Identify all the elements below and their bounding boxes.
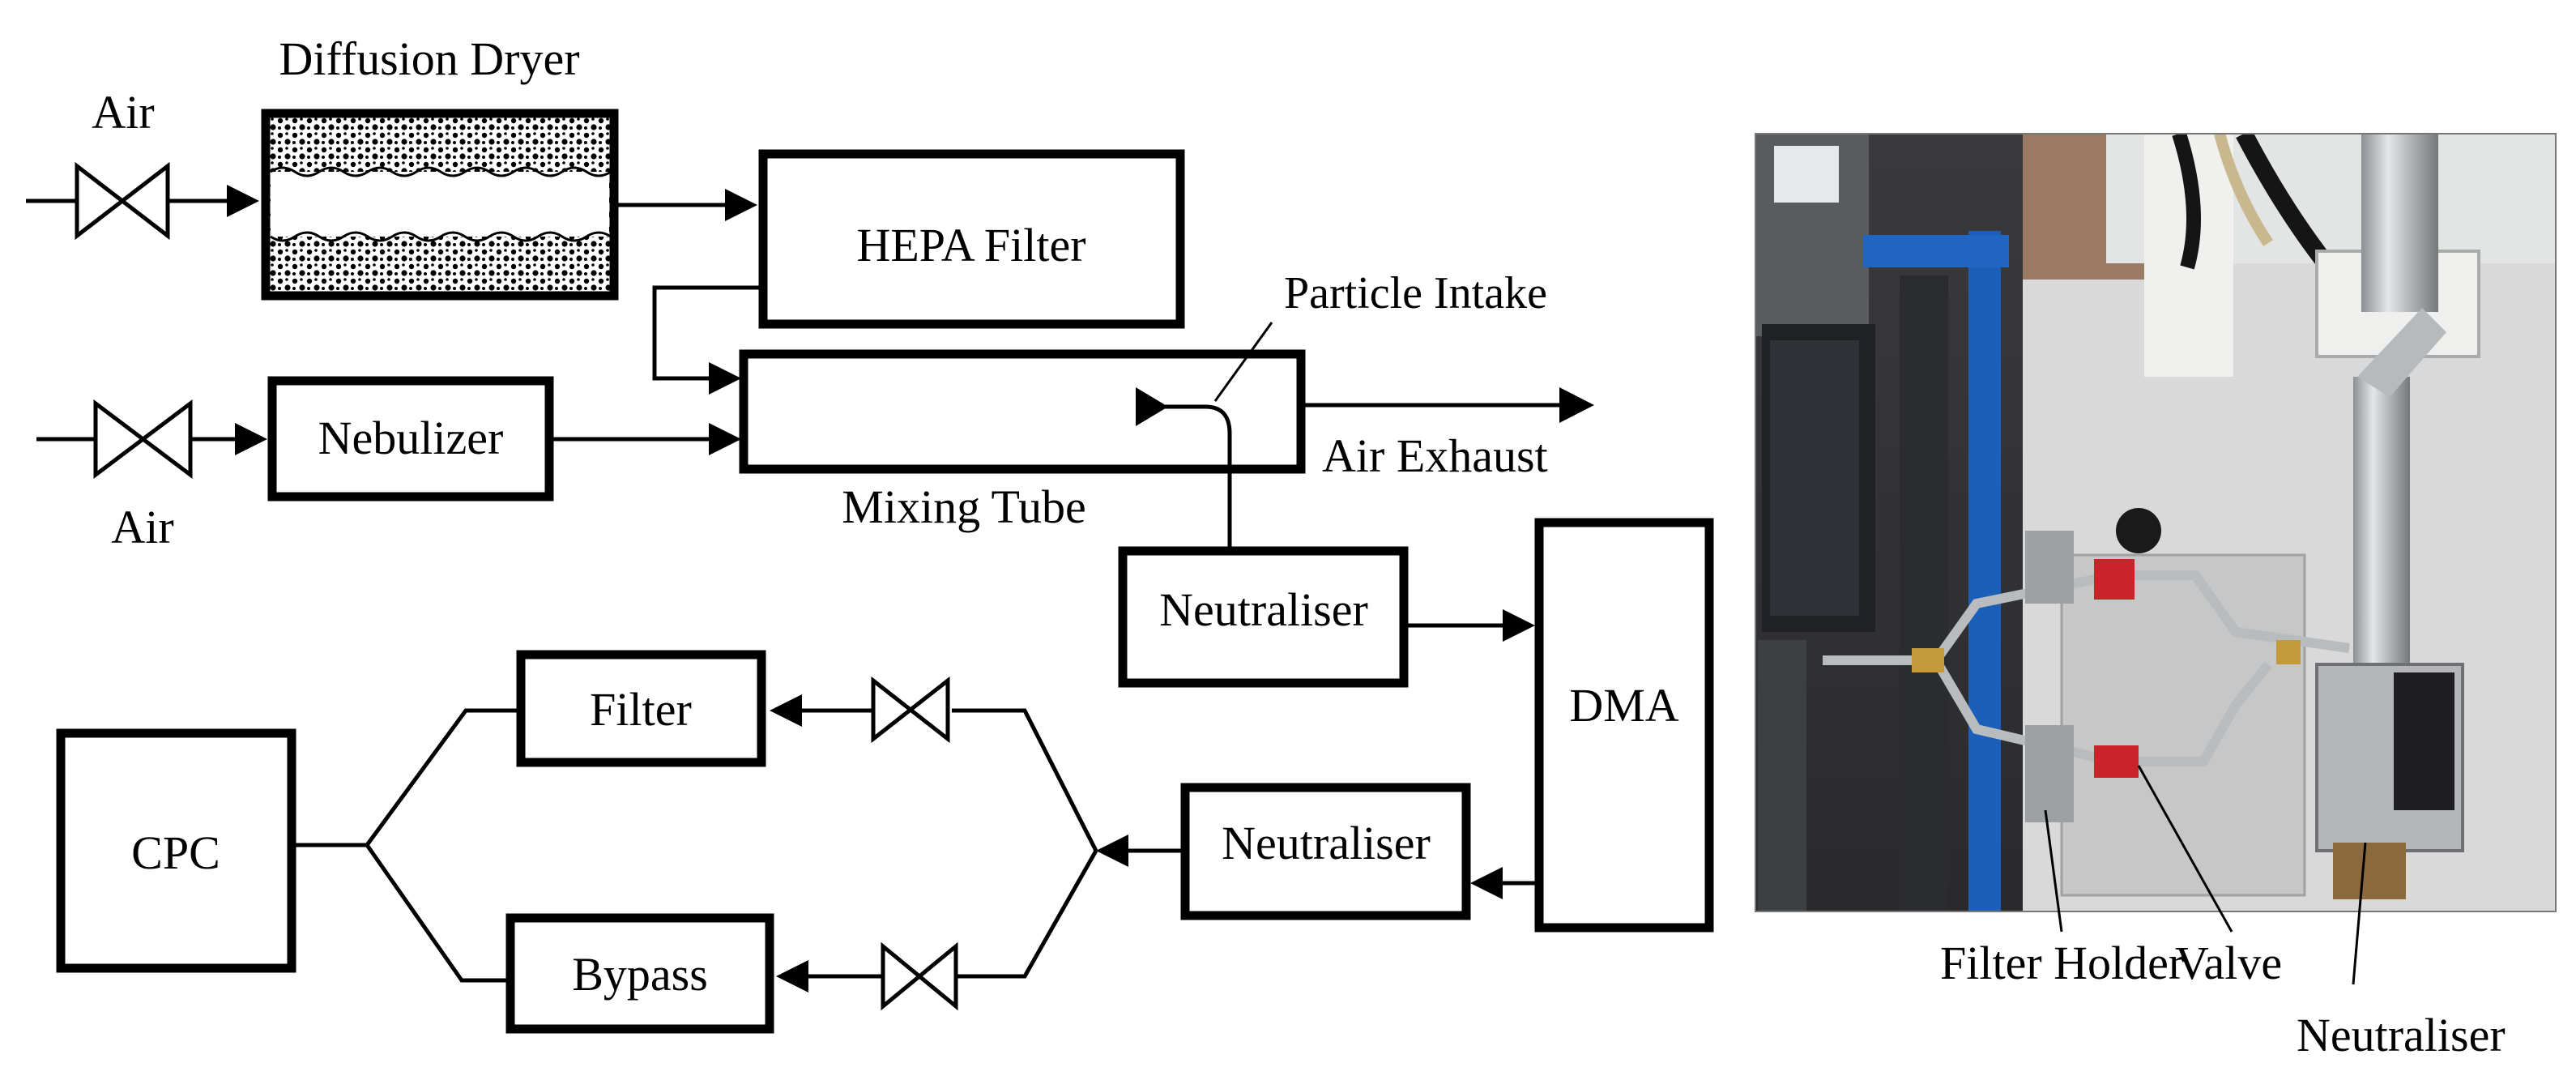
air-inlet-top: Air — [26, 86, 259, 241]
apparatus-photo: Filter Holder Valve Neutraliser — [1755, 133, 2557, 1061]
diffusion-dryer-label: Diffusion Dryer — [279, 32, 579, 85]
neutraliser-lower-label: Neutraliser — [1222, 817, 1431, 869]
bypass-label: Bypass — [572, 948, 708, 1001]
neutraliser-upper: Neutraliser — [1118, 546, 1409, 688]
valve-icon — [93, 399, 193, 480]
bypass: Bypass — [505, 913, 774, 1034]
valve-icon — [75, 161, 170, 241]
valve-callout: Valve — [2175, 937, 2282, 989]
particle-intake-label: Particle Intake — [1284, 268, 1547, 318]
valve-icon — [871, 676, 950, 744]
hepa-filter: HEPA Filter — [758, 149, 1185, 329]
hepa-filter-label: HEPA Filter — [856, 219, 1085, 271]
arrow-icon — [227, 185, 259, 217]
air-label-bottom: Air — [111, 501, 173, 553]
nebulizer-label: Nebulizer — [318, 412, 504, 464]
dma-label: DMA — [1569, 679, 1678, 732]
valve-icon — [881, 941, 958, 1011]
neutraliser-callout: Neutraliser — [2297, 1009, 2506, 1061]
cpc-label: CPC — [131, 826, 220, 879]
neutraliser-upper-label: Neutraliser — [1159, 583, 1368, 636]
cpc: CPC — [56, 728, 296, 973]
particle-intake: Particle Intake — [1136, 268, 1547, 547]
filter-holder-callout: Filter Holder — [1940, 937, 2184, 989]
schematic: Air Diffusion Dryer HEPA Filter Air — [26, 32, 1714, 1034]
arrow-icon — [235, 423, 267, 455]
air-exhaust-label: Air Exhaust — [1322, 429, 1548, 482]
filter-label: Filter — [590, 683, 692, 736]
air-label-top: Air — [92, 86, 154, 139]
mixing-tube-label: Mixing Tube — [842, 480, 1085, 533]
neutraliser-lower: Neutraliser — [1180, 783, 1471, 920]
dma: DMA — [1534, 518, 1714, 933]
filter: Filter — [516, 650, 766, 767]
air-inlet-bottom: Air — [36, 399, 267, 553]
mixing-tube: Mixing Tube — [739, 349, 1306, 533]
diffusion-dryer: Diffusion Dryer — [261, 32, 619, 301]
nebulizer: Nebulizer — [267, 376, 554, 502]
